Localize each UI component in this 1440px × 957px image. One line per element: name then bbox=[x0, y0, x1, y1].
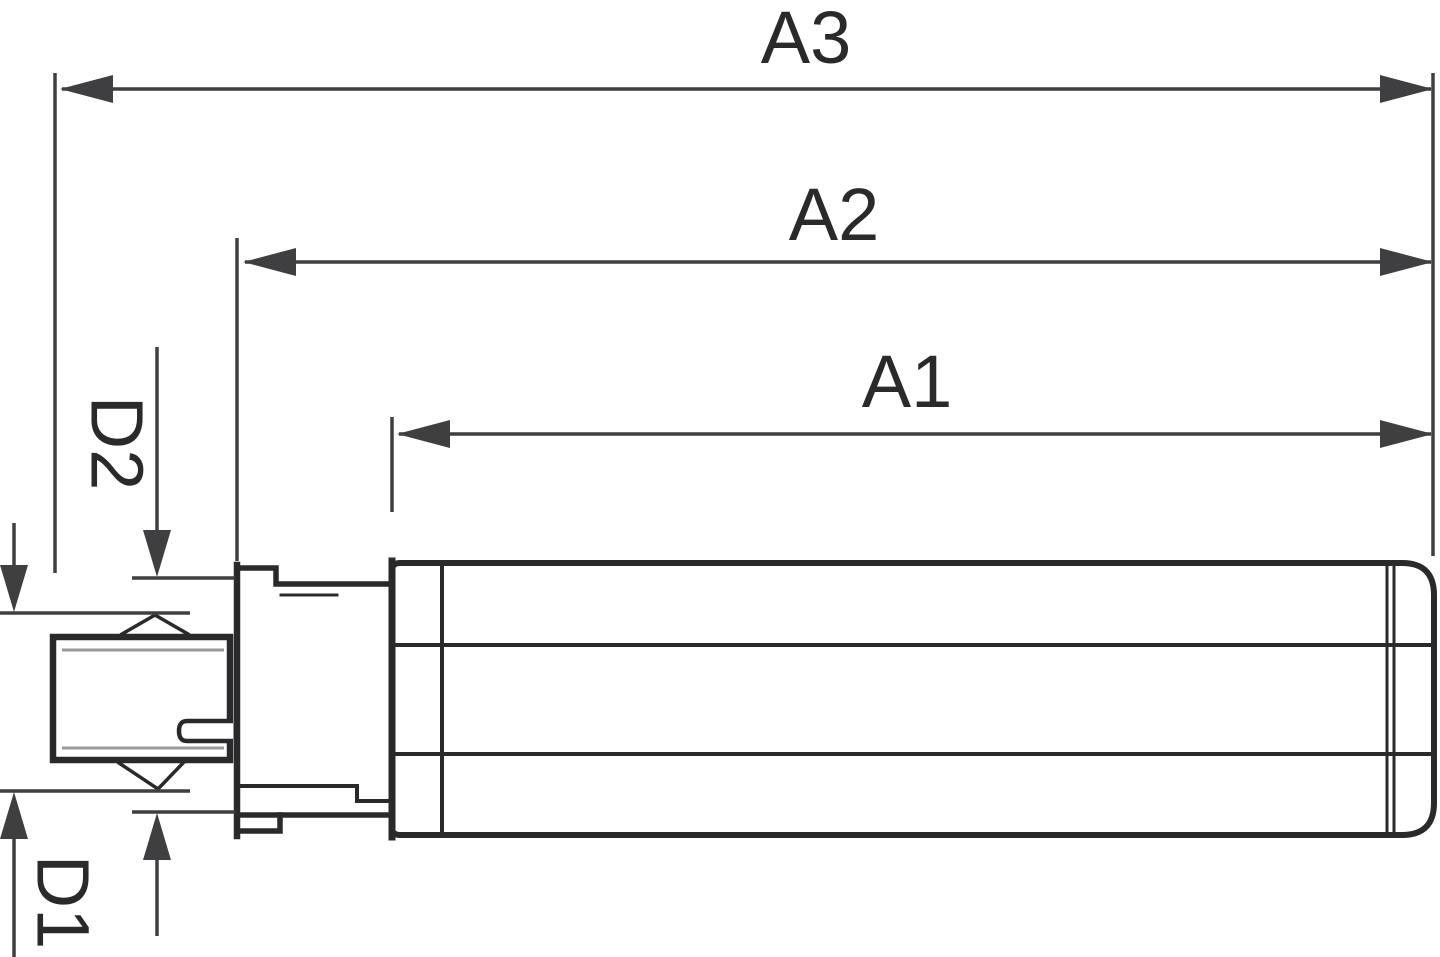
d2-arrow-down-icon bbox=[143, 530, 171, 577]
a2-label: A2 bbox=[789, 173, 880, 256]
dimension-d1: D1 bbox=[0, 523, 105, 957]
d2-label: D2 bbox=[76, 396, 159, 491]
a2-arrow-left-icon bbox=[243, 248, 296, 276]
dimension-d2: D2 bbox=[76, 347, 171, 936]
pin-cap-tab bbox=[176, 718, 233, 744]
a3-arrow-right-icon bbox=[1380, 75, 1433, 103]
a3-arrow-left-icon bbox=[60, 75, 113, 103]
d1-arrow-down-icon bbox=[0, 565, 28, 612]
lamp-tube bbox=[388, 557, 1437, 841]
housing-foot bbox=[234, 812, 283, 834]
lamp-pin-cap bbox=[49, 612, 234, 792]
bottom-pin-cone bbox=[116, 760, 186, 792]
a3-label: A3 bbox=[761, 0, 852, 79]
extension-lines bbox=[0, 73, 1435, 814]
a1-arrow-right-icon bbox=[1380, 420, 1433, 448]
dimension-a1: A1 bbox=[397, 340, 1433, 448]
housing-top-edge bbox=[234, 565, 395, 587]
d2-arrow-up-icon bbox=[143, 813, 171, 860]
lamp-base-housing bbox=[233, 561, 395, 840]
a2-arrow-right-icon bbox=[1380, 248, 1433, 276]
dimension-a3: A3 bbox=[60, 0, 1433, 103]
d1-label: D1 bbox=[22, 855, 105, 950]
dimension-a2: A2 bbox=[243, 173, 1433, 276]
tube-body bbox=[389, 560, 1437, 838]
d1-arrow-up-icon bbox=[0, 792, 28, 839]
a1-label: A1 bbox=[862, 340, 953, 423]
top-pin-cone bbox=[119, 612, 191, 637]
housing-inner-bottom-line bbox=[238, 784, 394, 803]
a1-arrow-left-icon bbox=[397, 420, 450, 448]
